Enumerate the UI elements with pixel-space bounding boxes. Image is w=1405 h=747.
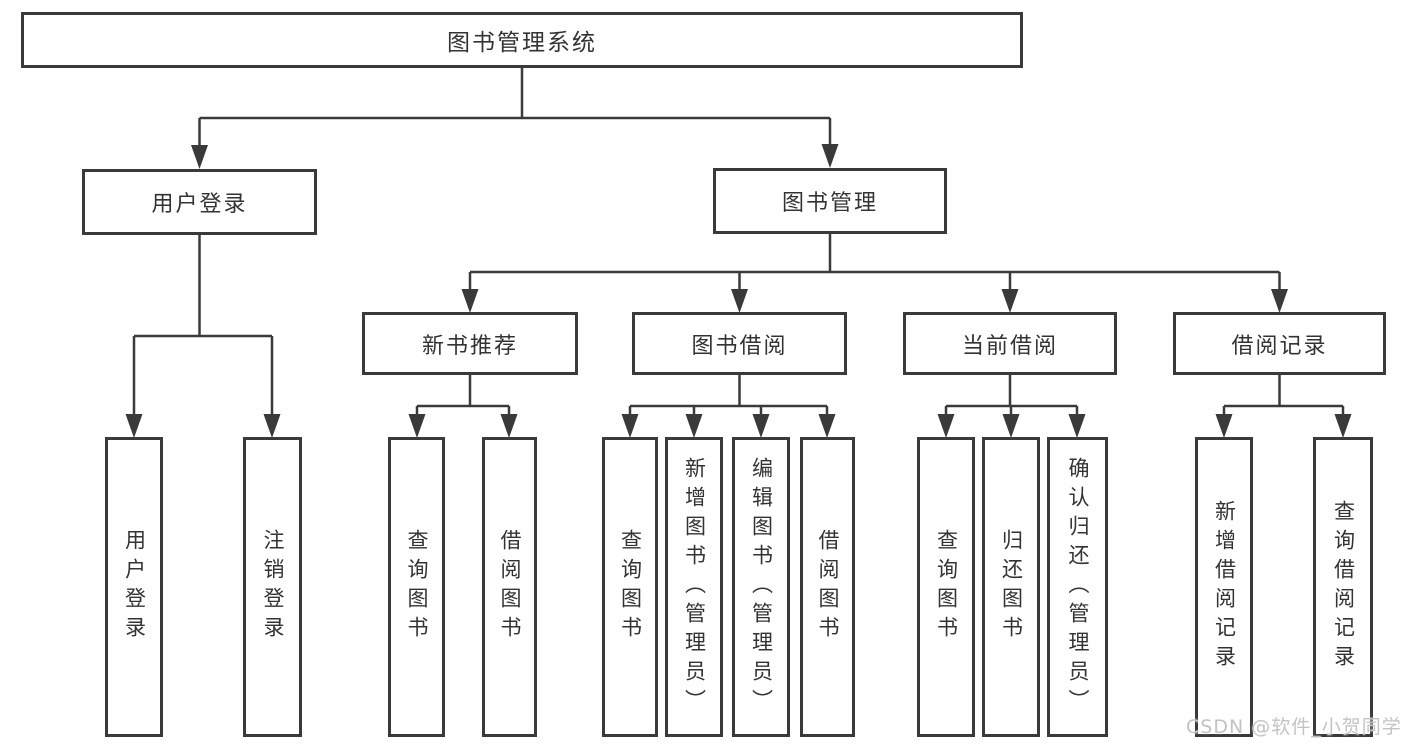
leaf-return-book: 归还图书 [982,437,1040,737]
node-borrow-records: 借阅记录 [1173,312,1386,375]
node-user-login: 用户登录 [82,169,317,235]
arrowhead-icons [125,144,1352,438]
watermark: CSDN @软件_小贺同学 [1186,716,1402,738]
connector-paths [132,68,1345,420]
leaf-confirm-return-admin: 确认归还（管理员） [1047,437,1108,737]
leaf-query-books-borrow: 查询图书 [602,437,658,737]
leaf-query-borrow-record: 查询借阅记录 [1313,437,1373,737]
leaf-logout: 注销登录 [243,437,302,737]
node-root: 图书管理系统 [21,12,1023,68]
leaf-borrow-books: 借阅图书 [800,437,855,737]
leaf-query-books-current: 查询图书 [917,437,975,737]
leaf-add-book-admin: 新增图书（管理员） [665,437,723,737]
node-new-book-recommend: 新书推荐 [362,312,578,375]
node-current-borrow: 当前借阅 [903,312,1117,375]
leaf-borrow-books-recommend: 借阅图书 [482,437,537,737]
node-book-borrow: 图书借阅 [632,312,847,375]
leaf-user-login: 用户登录 [105,437,163,737]
leaf-query-books-recommend: 查询图书 [388,437,445,737]
leaf-add-borrow-record: 新增借阅记录 [1195,437,1253,737]
leaf-edit-book-admin: 编辑图书（管理员） [732,437,790,737]
node-book-management: 图书管理 [713,168,947,234]
